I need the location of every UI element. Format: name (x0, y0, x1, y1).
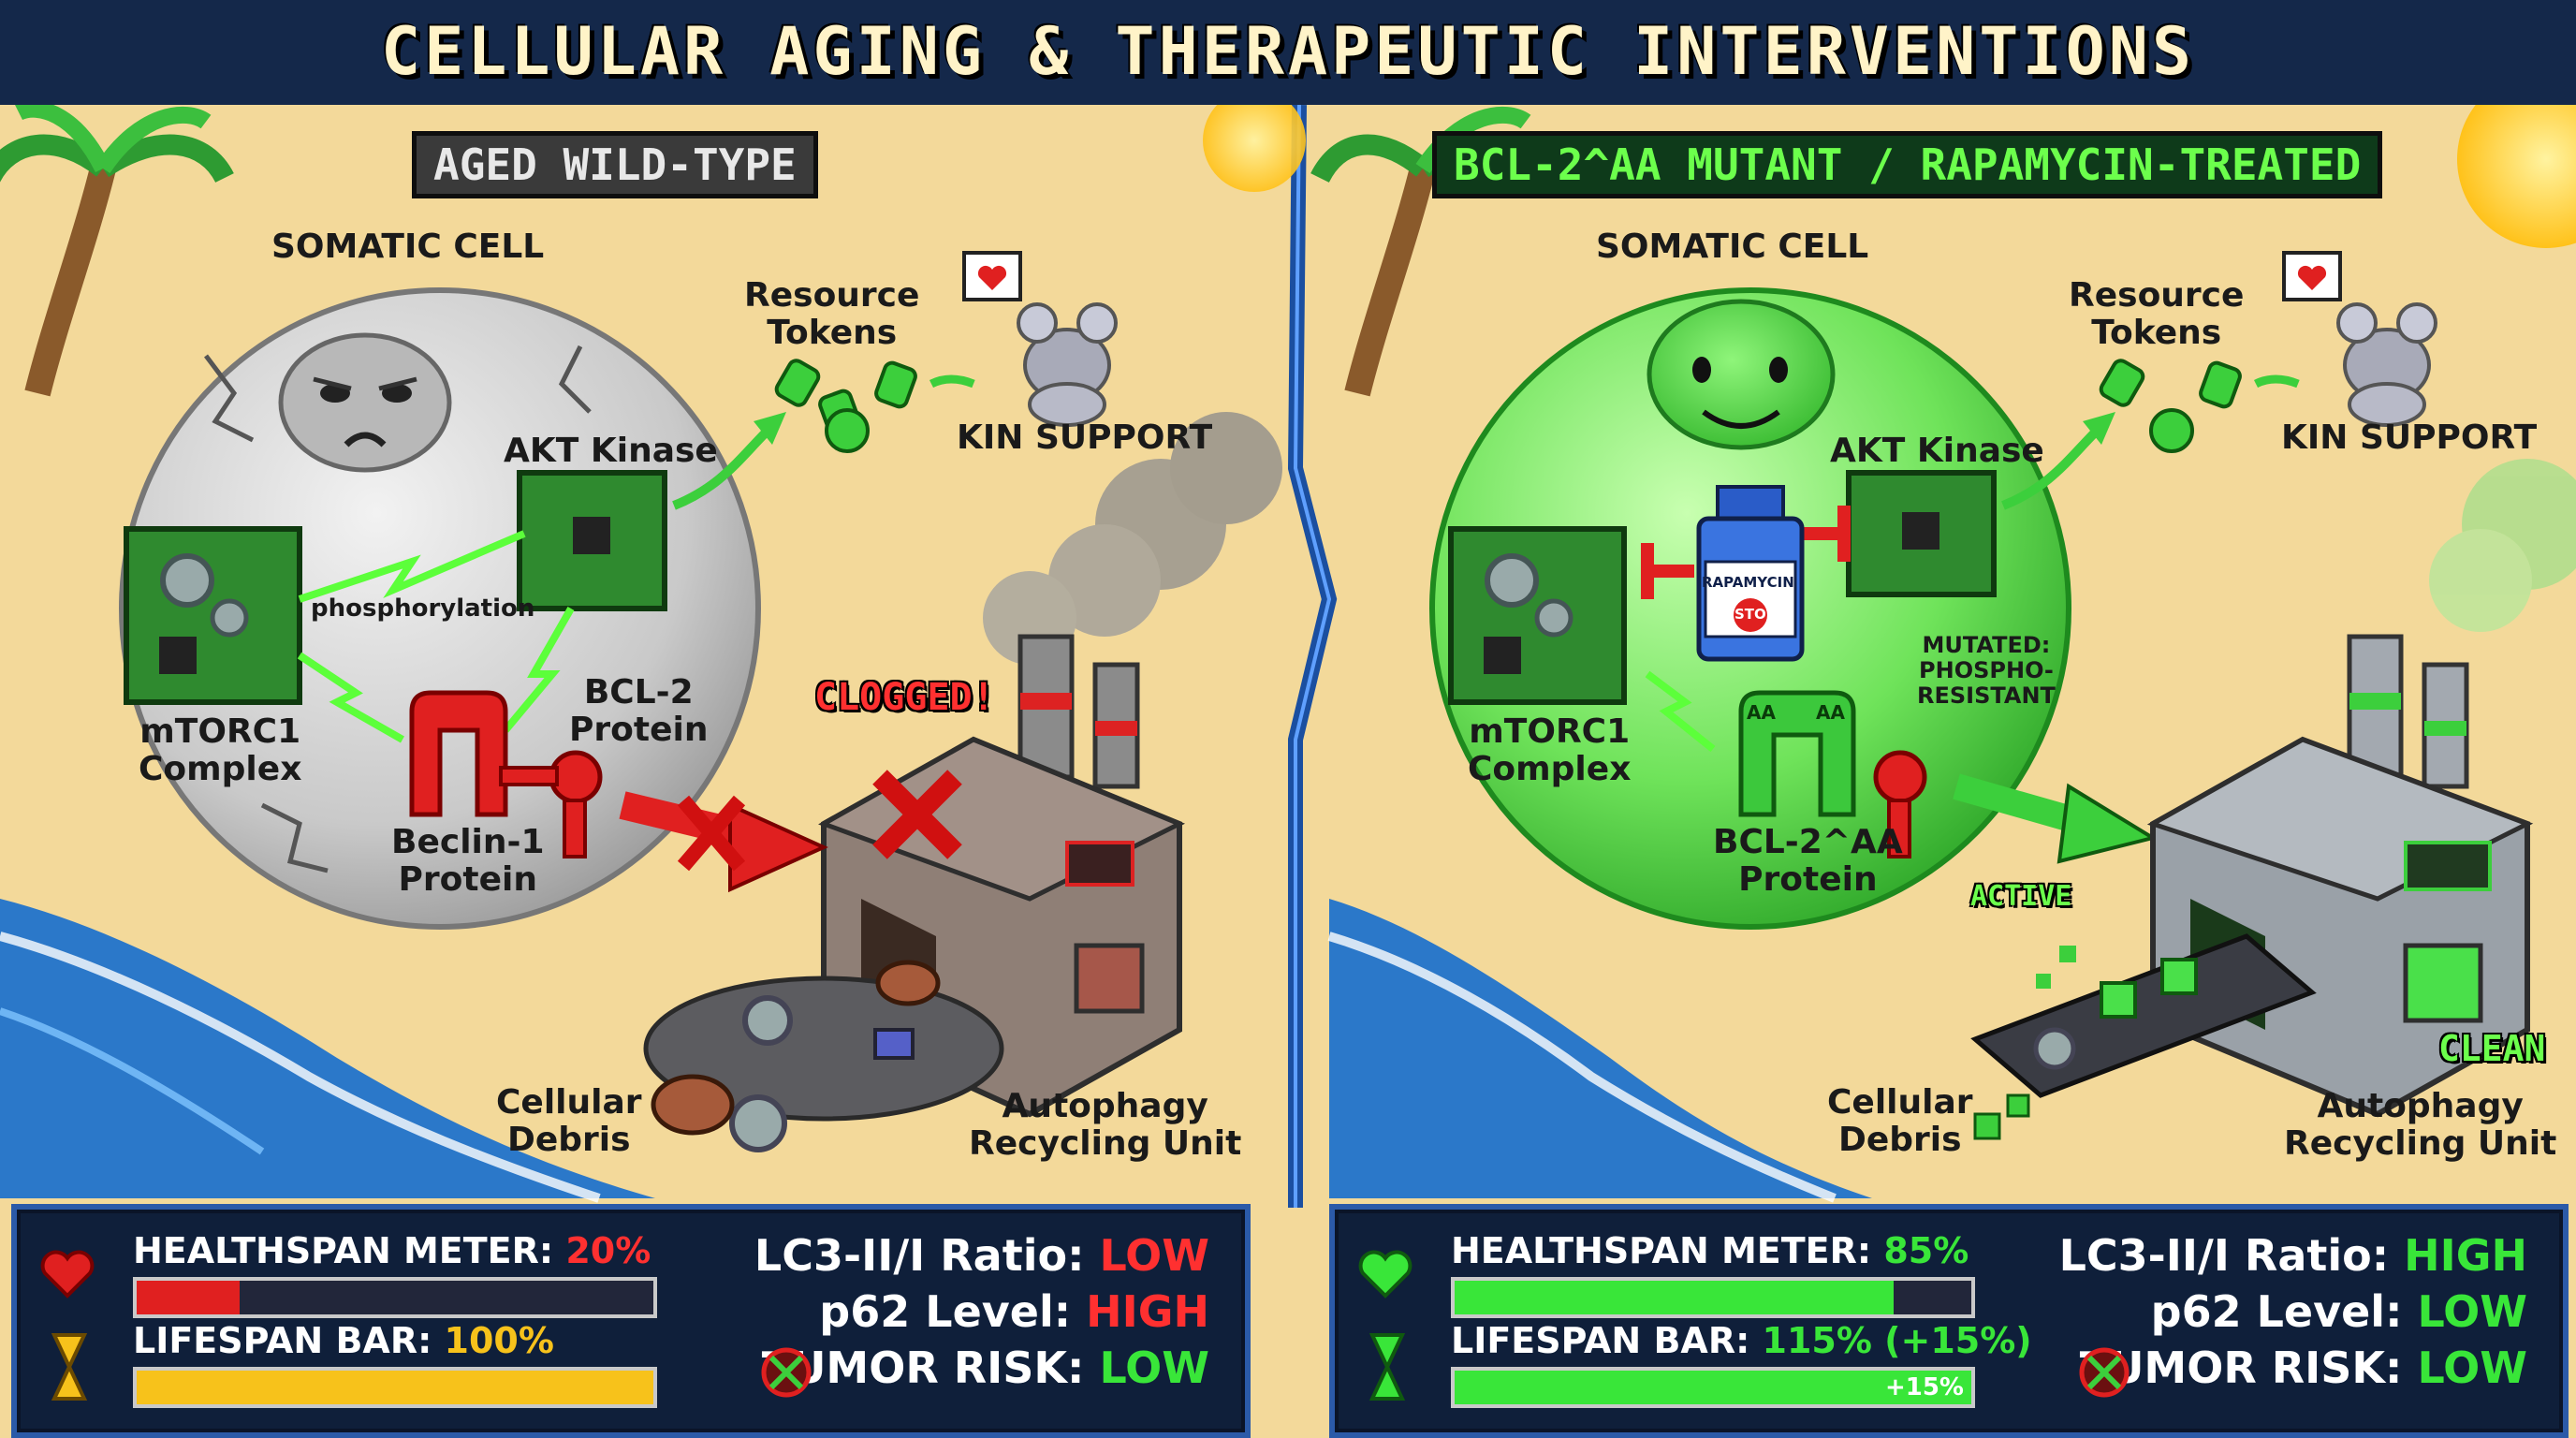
green-smoke-icon (2429, 459, 2576, 632)
hourglass-icon (51, 1333, 88, 1401)
tumor-risk-stat-right: TUMOR RISK: LOW (2079, 1343, 2527, 1393)
blocked-x-icon (677, 795, 746, 872)
panel-tag-aged: AGED WILD-TYPE (412, 131, 818, 198)
lifespan-bar-label-right: LIFESPAN BAR: 115% (+15%) (1451, 1320, 2032, 1361)
akt-kinase-label: AKT Kinase (504, 432, 718, 470)
kin-support-label-right: KIN SUPPORT (2281, 418, 2538, 457)
smoke-cloud-icon (983, 412, 1282, 665)
panel-tag-treated: BCL-2^AA MUTANT / RAPAMYCIN-TREATED (1432, 131, 2383, 198)
beach-scene (0, 105, 2576, 1438)
clogged-x-icon (872, 770, 962, 859)
page-title: CELLULAR AGING & THERAPEUTIC INTERVENTIO… (380, 13, 2196, 90)
bcl2-protein-icon (409, 690, 508, 817)
green-hourglass-icon (1368, 1333, 1406, 1401)
mtorc1-chip-icon (124, 526, 302, 705)
resource-token-icons-right (2099, 359, 2242, 453)
bcl2aa-protein-icon (1738, 690, 1856, 817)
sea-left (0, 899, 655, 1198)
hud-panel-aged: HEALTHSPAN METER: 20% LIFESPAN BAR: 100%… (11, 1204, 1251, 1438)
arrow-to-kin (672, 427, 771, 510)
active-badge: ACTIVE (1970, 880, 2072, 913)
autophagy-factory-clean-icon (2146, 634, 2534, 1118)
happy-face-icon (1647, 299, 1836, 450)
conveyor-belt-icon (1970, 933, 2317, 1098)
green-cube-particles (1973, 946, 2076, 1140)
lifespan-bonus-label: +15% (1884, 1373, 1964, 1401)
aa-label-right: AA (1816, 701, 1845, 724)
palm-tree-icon (0, 105, 234, 397)
cellular-debris-pile-icon (643, 960, 1004, 1152)
lifespan-bar-fill (137, 1371, 653, 1404)
beclin-key-free-icon (1873, 750, 1927, 858)
akt-kinase-label-right: AKT Kinase (1830, 432, 2044, 470)
akt-kinase-chip-icon-right (1846, 470, 1997, 597)
beclin-key-icon (499, 750, 603, 858)
rapamycin-bottle-icon (1696, 485, 1805, 662)
healthspan-meter-label-right: HEALTHSPAN METER: 85% (1451, 1230, 1969, 1271)
lifespan-bar-label: LIFESPAN BAR: 100% (133, 1320, 554, 1361)
p62-level-stat: p62 Level: HIGH (819, 1286, 1209, 1337)
healthspan-meter-label: HEALTHSPAN METER: 20% (133, 1230, 651, 1271)
stop-label: STOP (1734, 606, 1777, 623)
healthspan-bar-fill-right (1455, 1281, 1895, 1314)
healthspan-bar-fill (137, 1281, 241, 1314)
lifespan-bar (133, 1367, 657, 1408)
mtorc1-chip-icon-right (1448, 526, 1627, 705)
lc3-ratio-stat: LC3-II/I Ratio: LOW (754, 1230, 1209, 1281)
aa-label-left: AA (1747, 701, 1776, 724)
lc3-ratio-stat-right: LC3-II/I Ratio: HIGH (2058, 1230, 2527, 1281)
lifespan-bar-fill-right (1455, 1371, 1971, 1404)
resource-token-icons (774, 359, 917, 453)
healthspan-bar-right (1451, 1277, 1975, 1318)
lifespan-bar-right: +15% (1451, 1367, 1975, 1408)
heart-speech-bubble-icon-right (2282, 251, 2342, 301)
clean-badge: CLEAN (2438, 1028, 2546, 1069)
heart-speech-bubble-icon (962, 251, 1022, 301)
mouse-icon (1017, 302, 1118, 427)
hud-panel-treated: HEALTHSPAN METER: 85% LIFESPAN BAR: 115%… (1329, 1204, 2569, 1438)
tumor-risk-stat: TUMOR RISK: LOW (761, 1343, 1209, 1393)
sun-icon (2457, 105, 2576, 248)
p62-level-stat-right: p62 Level: LOW (2150, 1286, 2527, 1337)
kin-support-label: KIN SUPPORT (957, 418, 1213, 457)
somatic-cell-label: SOMATIC CELL (271, 227, 545, 266)
phospho-lightning-icon (298, 530, 526, 603)
mouse-icon-right (2336, 302, 2437, 427)
phosphorylation-label: phosphorylation (311, 594, 535, 623)
sea-right (1329, 899, 1872, 1198)
healthspan-bar (133, 1277, 657, 1318)
akt-kinase-chip-icon (517, 470, 667, 611)
rapamycin-label: RAPAMYCIN (1702, 574, 1794, 591)
clogged-badge: CLOGGED! (814, 676, 995, 719)
tumor-crossed-icon (761, 1347, 812, 1398)
somatic-cell-label-right: SOMATIC CELL (1596, 227, 1869, 266)
tumor-crossed-icon-right (2079, 1347, 2130, 1398)
title-bar: CELLULAR AGING & THERAPEUTIC INTERVENTIO… (0, 0, 2576, 110)
sun-icon-small (1203, 105, 1306, 192)
heart-icon (40, 1250, 95, 1299)
green-heart-icon (1358, 1250, 1412, 1299)
sad-face-icon (278, 332, 452, 473)
mutated-phospho-resistant-label: MUTATED:PHOSPHO-RESISTANT (1917, 632, 2056, 709)
